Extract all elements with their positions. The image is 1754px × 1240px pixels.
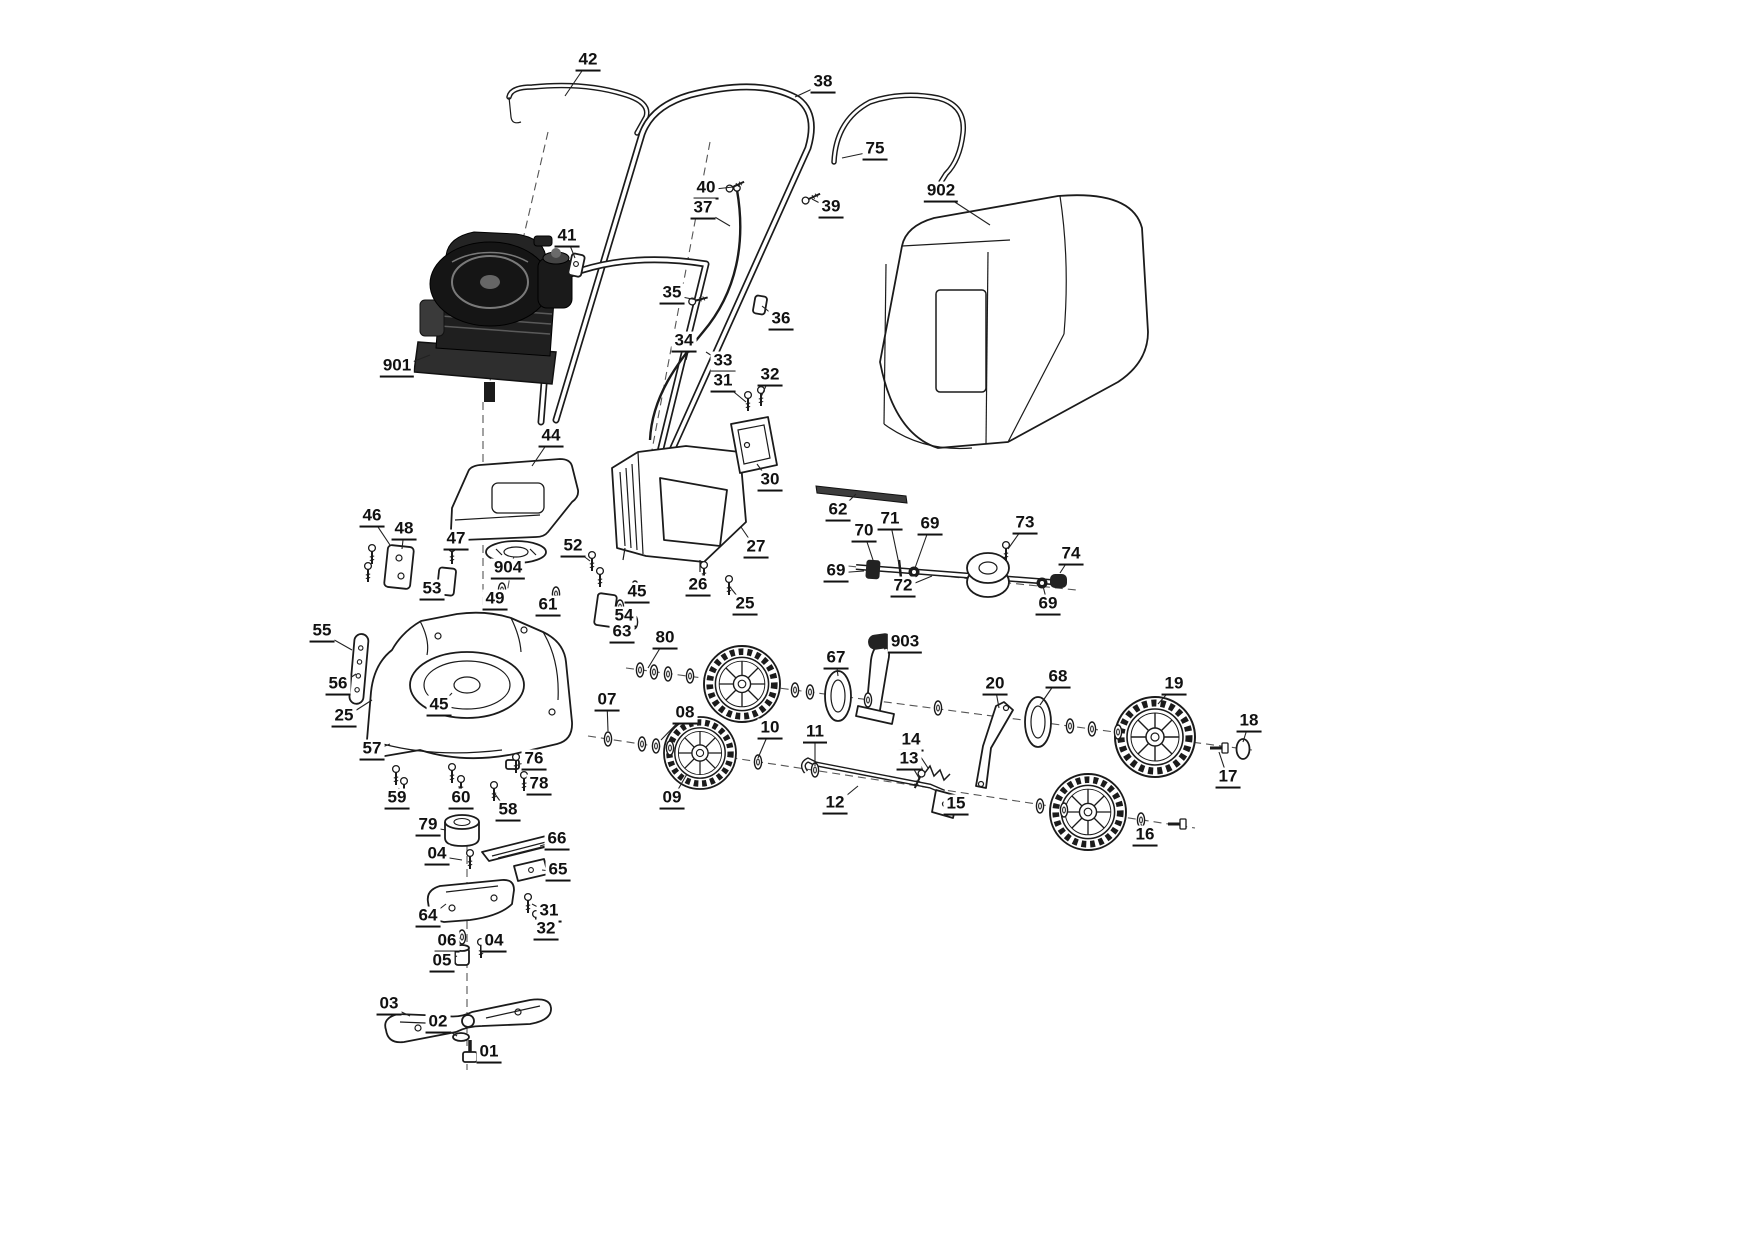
upper-handle-drawing xyxy=(552,83,815,454)
bracket-30-drawing xyxy=(730,416,778,474)
engine-drawing xyxy=(413,231,573,402)
starter-pulley-drawing xyxy=(485,540,547,564)
wheels-drawing xyxy=(664,646,1251,850)
blade-drawing xyxy=(384,998,552,1063)
deck-drawing xyxy=(366,611,573,760)
rear-housing-drawing xyxy=(611,445,747,572)
blade-bar-drawing xyxy=(815,485,908,504)
height-lever-drawing xyxy=(855,633,895,725)
handle-bar-75-drawing xyxy=(831,92,967,185)
grass-catcher-drawing xyxy=(879,194,1149,450)
gear-axle-drawing xyxy=(855,540,1067,598)
handle-grip-bar-drawing xyxy=(506,82,650,136)
side-strip-drawing xyxy=(348,633,370,705)
blade-drive-drawing xyxy=(426,814,554,966)
deck-top-panel-drawing xyxy=(450,458,580,541)
